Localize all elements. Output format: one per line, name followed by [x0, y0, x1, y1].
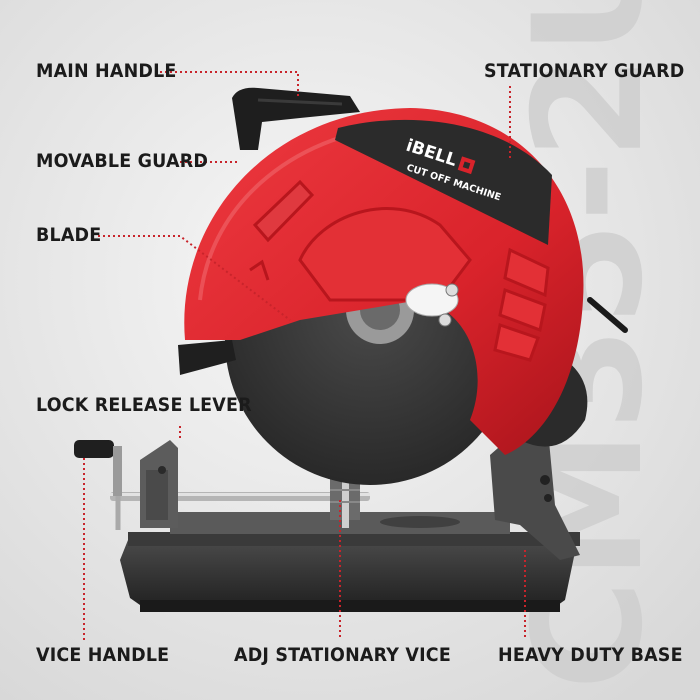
label-movable-guard: MOVABLE GUARD: [36, 150, 209, 172]
label-vice-handle: VICE HANDLE: [36, 644, 170, 666]
leader-blade: [98, 235, 291, 321]
main-handle: [232, 87, 360, 150]
guard-details: [249, 179, 550, 362]
rear-upright: [490, 420, 580, 560]
guard-clip: [178, 340, 236, 375]
vice-handle-crank: [74, 440, 122, 496]
label-stationary-guard: STATIONARY GUARD: [484, 60, 685, 82]
heavy-duty-base: [120, 512, 580, 612]
label-heavy-duty-base: HEAVY DUTY BASE: [498, 644, 683, 666]
label-lock-release-lever: LOCK RELEASE LEVER: [36, 394, 252, 416]
brand-logo-mark: [457, 156, 476, 175]
label-blade: BLADE: [36, 224, 102, 246]
label-adj-stationary-vice: ADJ STATIONARY VICE: [234, 644, 451, 666]
label-main-handle: MAIN HANDLE: [36, 60, 177, 82]
leader-main-handle: [160, 71, 299, 98]
lock-release-lever: [405, 283, 459, 327]
stationary-guard: [335, 119, 552, 245]
